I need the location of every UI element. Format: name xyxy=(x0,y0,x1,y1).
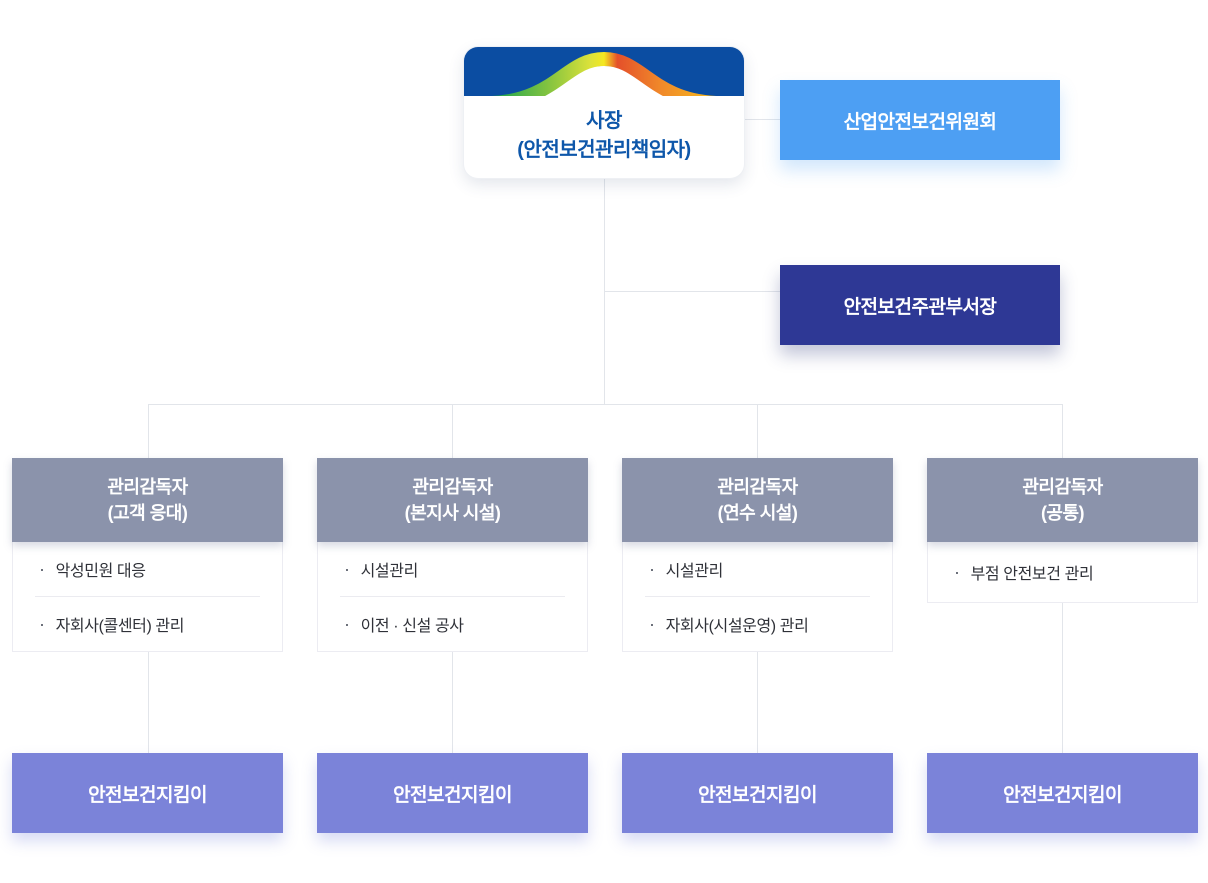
duty-label: 자회사(시설운영) 관리 xyxy=(665,618,809,635)
industrial-safety-committee-box: 산업안전보건위원회 xyxy=(780,80,1060,160)
ceo-card: 사장 (안전보건관리책임자) xyxy=(464,47,744,178)
supervisor-card-common: 관리감독자 (공통) · 부점 안전보건 관리 xyxy=(927,458,1198,603)
supervisor-card-customer-service: 관리감독자 (고객 응대) · 악성민원 대응 · 자회사(콜센터) 관리 xyxy=(12,458,283,652)
duty-item: · 자회사(시설운영) 관리 xyxy=(623,597,892,651)
supervisor-title: 관리감독자 xyxy=(1022,477,1103,497)
connector-main-horizontal xyxy=(148,404,1063,405)
supervisor-card-hq-facilities: 관리감독자 (본지사 시설) · 시설관리 · 이전 · 신설 공사 xyxy=(317,458,588,652)
connector-drop-3 xyxy=(757,404,758,459)
supervisor-header: 관리감독자 (고객 응대) xyxy=(12,458,283,542)
duty-label: 자회사(콜센터) 관리 xyxy=(55,618,185,635)
ceo-title-line1: 사장 xyxy=(586,110,622,132)
supervisor-duties: · 시설관리 · 자회사(시설운영) 관리 xyxy=(622,542,893,652)
duty-item: · 악성민원 대응 xyxy=(13,542,282,596)
keeper-label: 안전보건지킴이 xyxy=(393,784,512,806)
bullet-icon: · xyxy=(344,614,350,634)
connector-root-down xyxy=(604,178,605,405)
connector-root-leaddept xyxy=(605,291,780,292)
supervisor-duties: · 악성민원 대응 · 자회사(콜센터) 관리 xyxy=(12,542,283,652)
duty-divider xyxy=(645,596,870,597)
supervisor-card-training-facilities: 관리감독자 (연수 시설) · 시설관리 · 자회사(시설운영) 관리 xyxy=(622,458,893,652)
supervisor-duties: · 시설관리 · 이전 · 신설 공사 xyxy=(317,542,588,652)
bullet-icon: · xyxy=(649,614,655,634)
supervisor-title: 관리감독자 xyxy=(107,477,188,497)
duty-label: 부점 안전보건 관리 xyxy=(970,566,1094,583)
mountain-wave-logo-icon xyxy=(464,47,744,96)
supervisor-header: 관리감독자 (연수 시설) xyxy=(622,458,893,542)
ceo-title-line2: (안전보건관리책임자) xyxy=(517,139,691,161)
duty-label: 시설관리 xyxy=(360,563,419,580)
connector-keeper-2 xyxy=(452,652,453,753)
supervisor-header: 관리감독자 (공통) xyxy=(927,458,1198,542)
duty-item: · 시설관리 xyxy=(318,542,587,596)
duty-divider xyxy=(35,596,260,597)
keeper-label: 안전보건지킴이 xyxy=(1003,784,1122,806)
safety-lead-department-box: 안전보건주관부서장 xyxy=(780,265,1060,345)
safety-keeper-box-1: 안전보건지킴이 xyxy=(12,753,283,833)
bullet-icon: · xyxy=(954,562,960,582)
duty-label: 시설관리 xyxy=(665,563,724,580)
bullet-icon: · xyxy=(39,614,45,634)
duty-label: 이전 · 신설 공사 xyxy=(360,618,464,635)
supervisor-title: 관리감독자 xyxy=(717,477,798,497)
safety-keeper-box-3: 안전보건지킴이 xyxy=(622,753,893,833)
keeper-label: 안전보건지킴이 xyxy=(88,784,207,806)
bullet-icon: · xyxy=(649,559,655,579)
duty-item: · 시설관리 xyxy=(623,542,892,596)
supervisor-subtitle: (본지사 시설) xyxy=(404,503,501,523)
connector-drop-2 xyxy=(452,404,453,459)
keeper-label: 안전보건지킴이 xyxy=(698,784,817,806)
connector-drop-1 xyxy=(148,404,149,459)
safety-keeper-box-4: 안전보건지킴이 xyxy=(927,753,1198,833)
supervisor-header: 관리감독자 (본지사 시설) xyxy=(317,458,588,542)
duty-item: · 부점 안전보건 관리 xyxy=(928,542,1197,602)
lead-dept-label: 안전보건주관부서장 xyxy=(843,296,997,318)
connector-drop-4 xyxy=(1062,404,1063,459)
supervisor-subtitle: (고객 응대) xyxy=(107,503,188,523)
connector-keeper-1 xyxy=(148,652,149,753)
duty-label: 악성민원 대응 xyxy=(55,563,146,580)
supervisor-duties: · 부점 안전보건 관리 xyxy=(927,542,1198,603)
bullet-icon: · xyxy=(39,559,45,579)
ceo-title: 사장 (안전보건관리책임자) xyxy=(464,107,744,165)
duty-divider xyxy=(340,596,565,597)
committee-label: 산업안전보건위원회 xyxy=(843,111,997,133)
supervisor-title: 관리감독자 xyxy=(412,477,493,497)
connector-root-committee xyxy=(743,119,780,120)
duty-item: · 자회사(콜센터) 관리 xyxy=(13,597,282,651)
duty-item: · 이전 · 신설 공사 xyxy=(318,597,587,651)
supervisor-subtitle: (연수 시설) xyxy=(717,503,798,523)
supervisor-subtitle: (공통) xyxy=(1040,503,1085,523)
safety-keeper-box-2: 안전보건지킴이 xyxy=(317,753,588,833)
connector-keeper-4 xyxy=(1062,602,1063,753)
connector-keeper-3 xyxy=(757,652,758,753)
bullet-icon: · xyxy=(344,559,350,579)
